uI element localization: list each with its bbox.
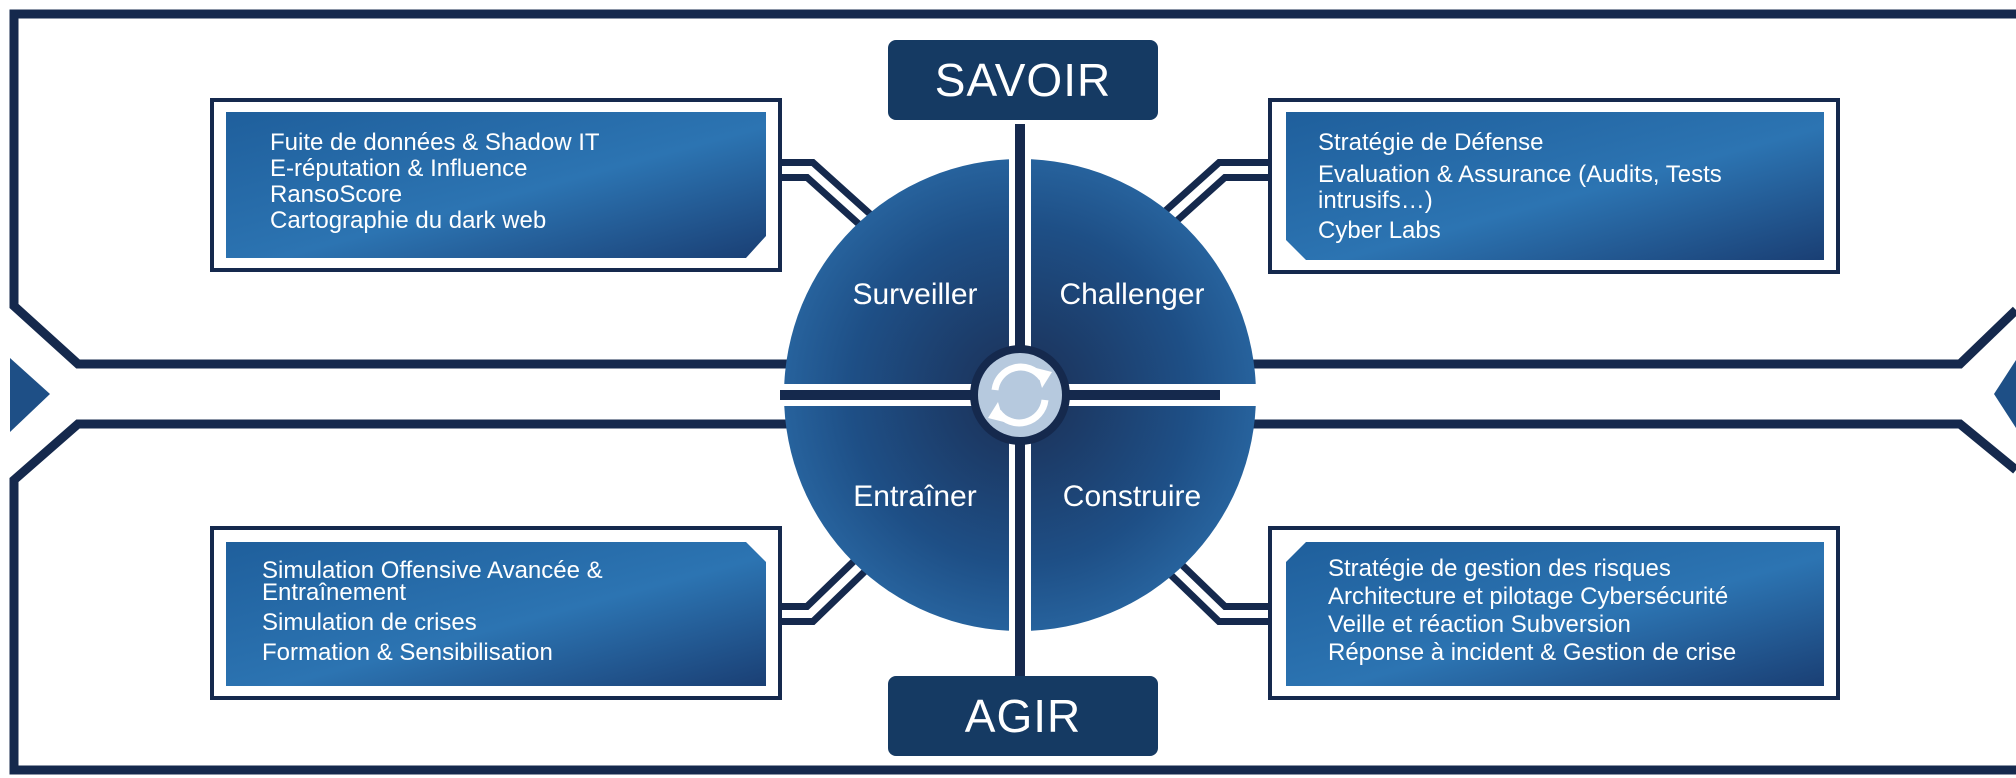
quadrant-entrainer: Entraîner xyxy=(853,480,977,513)
savoir-label: SAVOIR xyxy=(888,40,1158,120)
box-top-left: Fuite de données & Shadow IT E-réputatio… xyxy=(270,130,600,234)
box-item: Réponse à incident & Gestion de crise xyxy=(1328,639,1737,666)
box-item: Veille et réaction Subversion xyxy=(1328,611,1631,638)
quadrant-surveiller: Surveiller xyxy=(852,278,978,311)
agir-label: AGIR xyxy=(888,676,1158,756)
box-item: Simulation Offensive Avancée & xyxy=(262,557,603,584)
box-top-right: Stratégie de Défense Evaluation & Assura… xyxy=(1318,130,1722,244)
quadrant-construire: Construire xyxy=(1062,480,1202,513)
box-frame-bottom-left xyxy=(210,526,782,700)
outer-frame xyxy=(9,9,2016,775)
box-item: Cartographie du dark web xyxy=(270,207,547,234)
box-bottom-right: Stratégie de gestion des risques Archite… xyxy=(1328,556,1736,666)
box-item: Stratégie de Défense xyxy=(1318,129,1544,156)
box-item: Cyber Labs xyxy=(1318,217,1441,244)
cycle-arrows-icon xyxy=(988,363,1052,427)
box-item: Evaluation & Assurance (Audits, Tests xyxy=(1318,161,1722,188)
box-item: Simulation de crises xyxy=(262,609,477,636)
left-arrow-icon xyxy=(10,358,50,432)
box-item: E-réputation & Influence xyxy=(270,155,528,182)
box-item: Entraînement xyxy=(262,579,407,606)
box-item: RansoScore xyxy=(270,181,403,208)
box-item: Fuite de données & Shadow IT xyxy=(270,129,600,156)
box-frame-top-left xyxy=(210,98,782,272)
right-arrow-icon xyxy=(1994,360,2016,428)
box-bottom-left: Simulation Offensive Avancée & Entraînem… xyxy=(262,557,603,666)
box-frame-bottom-right xyxy=(1268,526,1840,700)
box-item: Architecture et pilotage Cybersécurité xyxy=(1328,583,1729,610)
quadrant-challenger: Challenger xyxy=(1059,278,1205,311)
box-frame-top-right xyxy=(1268,98,1840,274)
box-item: Stratégie de gestion des risques xyxy=(1328,555,1671,582)
box-item: Formation & Sensibilisation xyxy=(262,639,553,666)
box-item: intrusifs…) xyxy=(1318,187,1433,214)
